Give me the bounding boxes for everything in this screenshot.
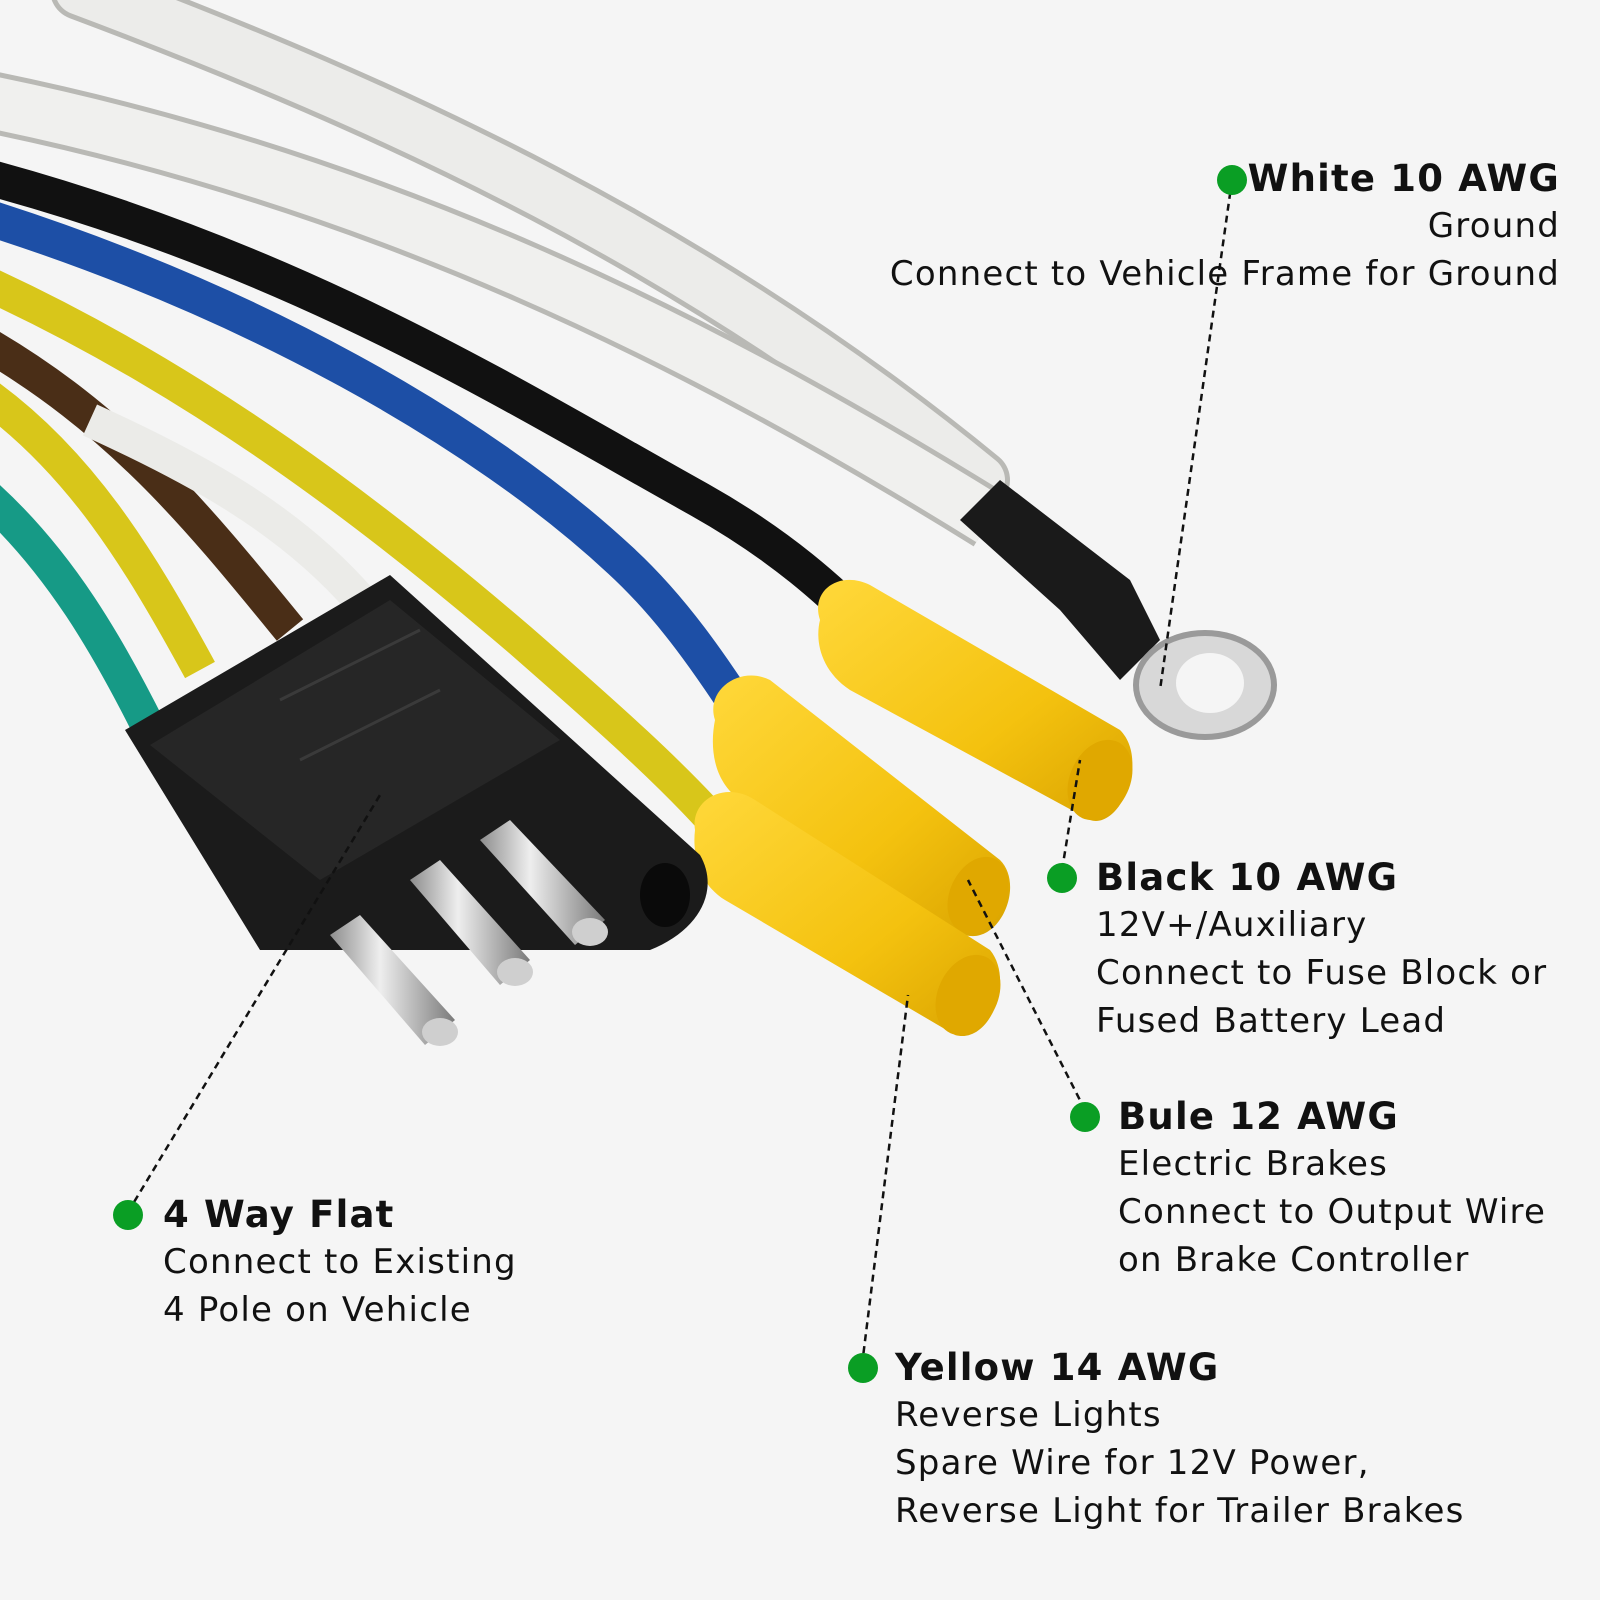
white-wire-ground	[0, 72, 1007, 547]
callout-blue-line-2: Connect to Output Wire	[1118, 1192, 1547, 1232]
callout-black-line-2: Connect to Fuse Block or	[1096, 953, 1548, 993]
callout-dot-white	[1217, 165, 1247, 195]
yellow-wire-terminal	[694, 791, 1001, 1037]
callout-yellow-line-1: Reverse Lights	[895, 1395, 1162, 1435]
leader-yellow	[860, 994, 910, 1366]
callout-dot-flat4	[113, 1200, 143, 1230]
callout-white-title: White 10 AWG	[1247, 157, 1560, 200]
callout-yellow-wire: Yellow 14 AWG Reverse Lights Spare Wire …	[895, 1345, 1465, 1535]
callout-white-line-2: Connect to Vehicle Frame for Ground	[889, 254, 1560, 294]
leader-flat4	[126, 794, 382, 1213]
callout-blue-line-3: on Brake Controller	[1118, 1240, 1470, 1280]
white-wire-top	[51, 0, 1010, 510]
blue-wire-terminal	[712, 675, 1011, 937]
connector-pins	[330, 820, 608, 1046]
callout-dot-black	[1047, 863, 1077, 893]
callout-blue-wire: Bule 12 AWG Electric Brakes Connect to O…	[1118, 1094, 1546, 1284]
callout-yellow-line-2: Spare Wire for 12V Power,	[895, 1443, 1370, 1483]
callout-white-line-1: Ground	[1427, 206, 1560, 246]
yellow-wire	[0, 270, 744, 851]
callout-flat4-line-2: 4 Pole on Vehicle	[163, 1290, 472, 1330]
black-wire	[0, 161, 893, 653]
callout-dot-yellow	[848, 1353, 878, 1383]
brown-wire	[0, 332, 304, 641]
four-way-flat-connector	[125, 575, 708, 950]
yellow-wire-connector	[0, 383, 215, 679]
blue-wire	[0, 202, 775, 750]
callout-blue-line-1: Electric Brakes	[1118, 1144, 1389, 1184]
ring-terminal	[1133, 630, 1277, 740]
green-wire	[0, 485, 166, 738]
callout-black-title: Black 10 AWG	[1096, 856, 1399, 899]
black-wire-terminal	[818, 579, 1133, 821]
callout-black-wire: Black 10 AWG 12V+/Auxiliary Connect to F…	[1096, 855, 1547, 1045]
callout-four-way-flat: 4 Way Flat Connect to Existing 4 Pole on…	[163, 1192, 517, 1334]
callout-black-line-3: Fused Battery Lead	[1096, 1001, 1447, 1041]
leader-lines	[126, 179, 1234, 1366]
leader-black	[1060, 759, 1082, 871]
white-wire-connector	[82, 404, 373, 612]
callout-white-wire: White 10 AWG Ground Connect to Vehicle F…	[890, 156, 1560, 298]
heat-shrink	[960, 480, 1160, 680]
callout-yellow-line-3: Reverse Light for Trailer Brakes	[895, 1491, 1465, 1531]
leader-white	[1158, 179, 1234, 691]
callout-black-line-1: 12V+/Auxiliary	[1096, 905, 1368, 945]
callout-dot-blue	[1070, 1102, 1100, 1132]
callout-yellow-title: Yellow 14 AWG	[895, 1346, 1220, 1389]
callout-flat4-title: 4 Way Flat	[163, 1193, 395, 1236]
callout-blue-title: Bule 12 AWG	[1118, 1095, 1399, 1138]
callout-flat4-line-1: Connect to Existing	[163, 1242, 517, 1282]
